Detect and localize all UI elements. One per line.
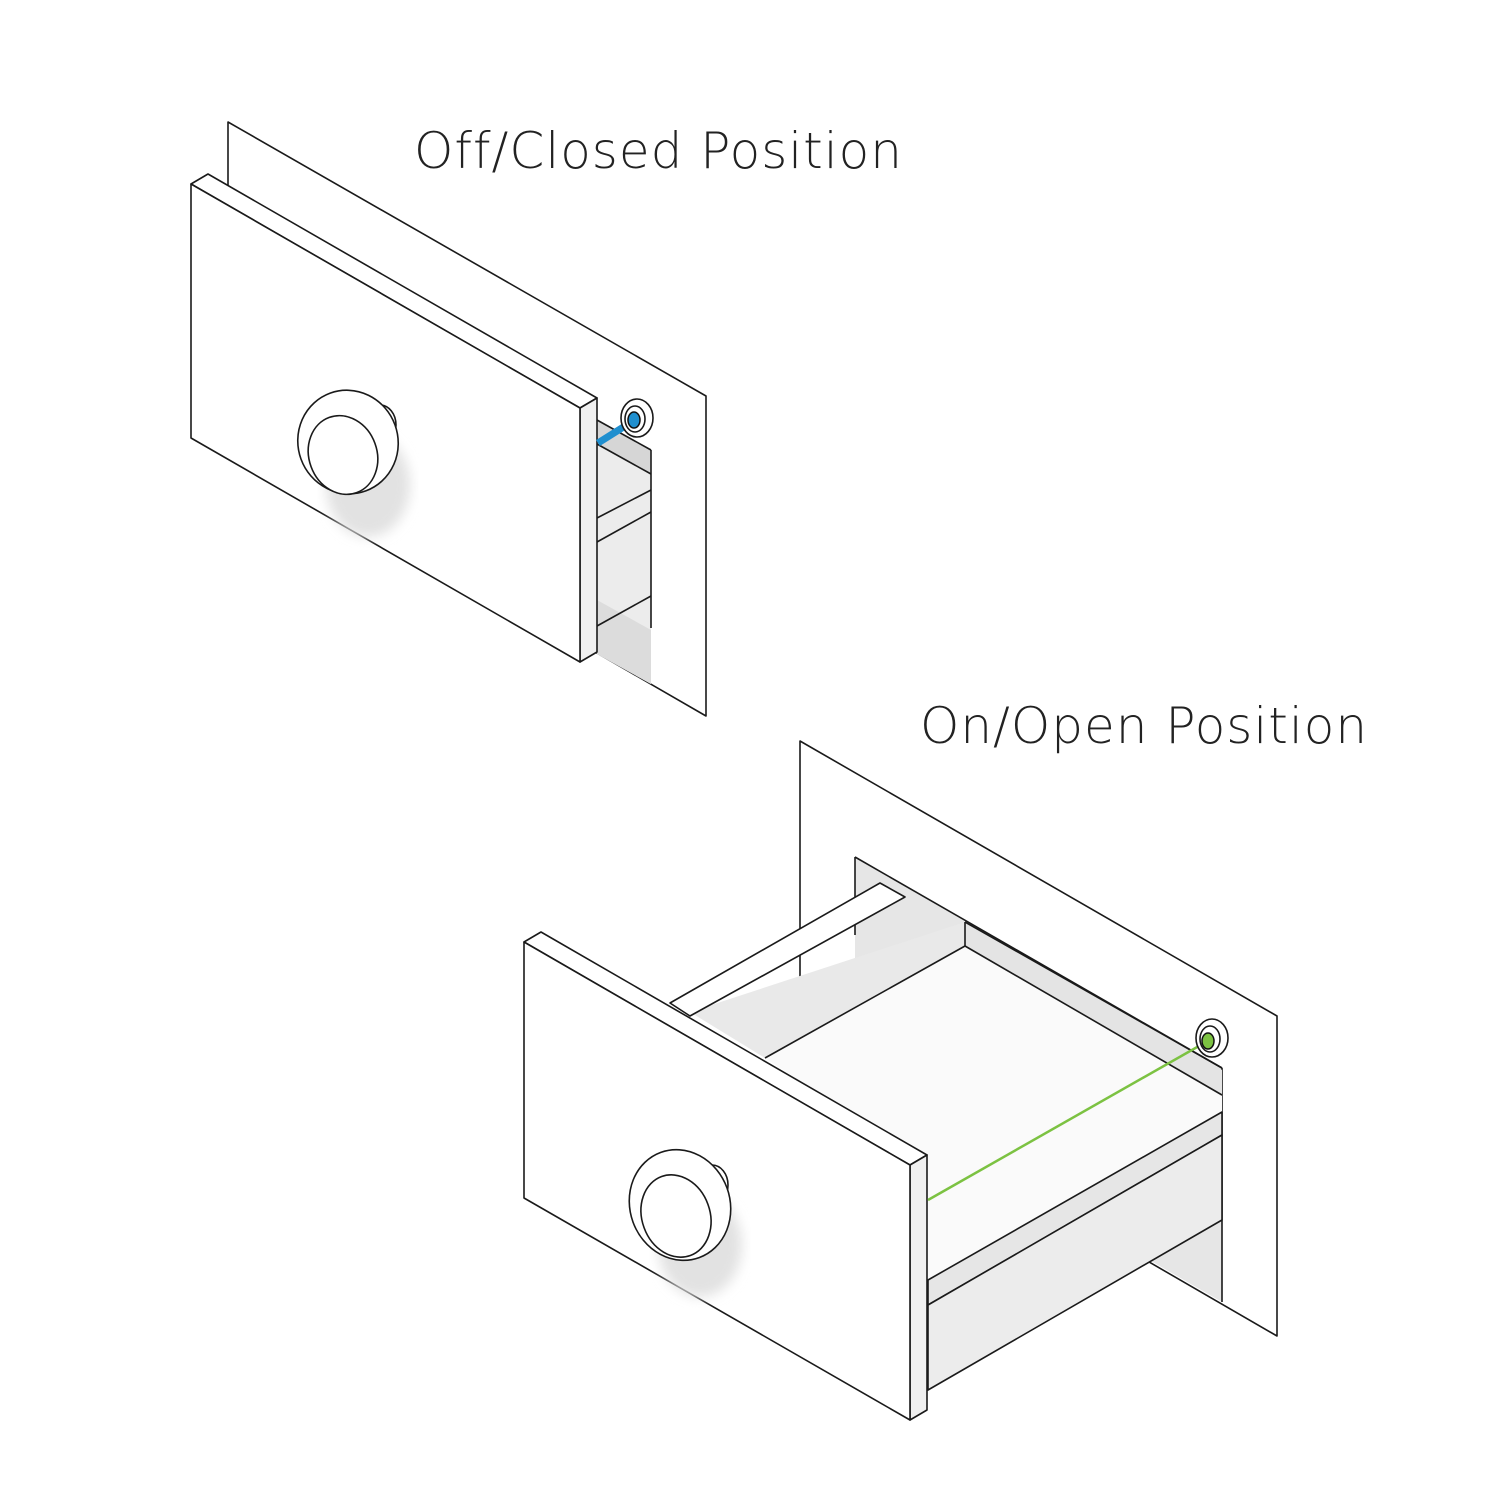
drawer-right-side-lower [927,1134,1223,1391]
drawer-front-side [579,397,598,663]
drawer-back-panel [965,922,1222,1096]
knob-icon [296,389,410,537]
open-beam [927,1040,1207,1202]
knob-icon [628,1148,742,1297]
drawer-left-side [690,922,965,1058]
drawer-front-side [909,1154,928,1421]
closed-position-label: Off/Closed Position [414,122,903,180]
drawer-closed-illustration [190,121,707,717]
sensor-icon [620,398,654,438]
sensor-icon [1195,1018,1229,1058]
drawer-open-illustration [523,740,1278,1421]
opening-shade-lower [597,600,651,684]
drawer-floor [765,946,1222,1300]
drawer-left-rail [669,882,906,1017]
open-position-label: On/Open Position [920,697,1369,755]
